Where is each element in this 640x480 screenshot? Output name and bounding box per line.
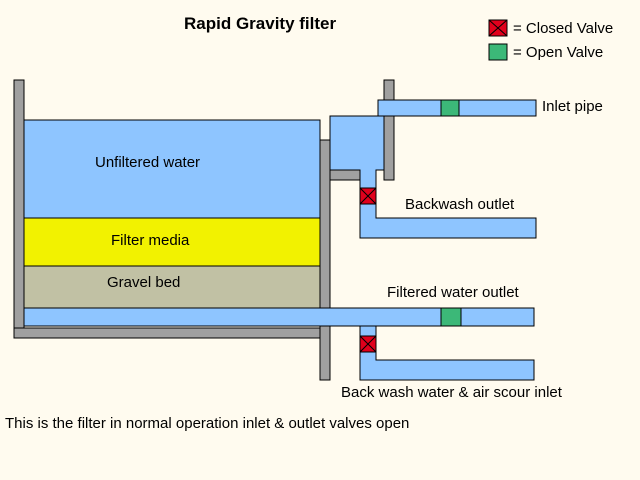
gravel-bed-layer: [23, 265, 321, 309]
filtered-water-pipe: [23, 307, 535, 327]
filtered-water-outlet-label: Filtered water outlet: [387, 284, 519, 301]
unfiltered-water-label: Unfiltered water: [95, 154, 201, 171]
gravel-bed-label: Gravel bed: [107, 274, 181, 291]
tank-left-wall: [13, 79, 25, 339]
inlet-pipe-wall: [383, 79, 395, 181]
backwash-connector-wall: [329, 169, 361, 181]
legend-open-valve-icon: [488, 43, 508, 61]
backwash-outlet-label: Backwash outlet: [405, 196, 515, 213]
backwash-inlet-label: Back wash water & air scour inlet: [341, 384, 562, 401]
inlet-pipe-label: Inlet pipe: [542, 98, 603, 115]
diagram-caption: This is the filter in normal operation i…: [5, 415, 410, 432]
filter-media-label: Filter media: [111, 232, 190, 249]
legend-closed-valve-icon: [488, 19, 508, 37]
backwash-inlet-pipe: [359, 325, 535, 381]
backwash-outlet-valve-closed: [359, 187, 377, 205]
tank-right-wall: [319, 139, 331, 381]
legend-closed-valve-label: = Closed Valve: [513, 20, 614, 37]
filter-media-layer: [23, 217, 321, 267]
unfiltered-water-layer: [23, 119, 321, 219]
tank-bottom-wall: [13, 327, 321, 339]
filtered-outlet-valve-open: [440, 307, 462, 327]
backwash-inlet-valve-closed: [359, 335, 377, 353]
diagram-title: Rapid Gravity filter: [184, 14, 337, 33]
legend-open-valve-label: = Open Valve: [513, 44, 604, 61]
inlet-valve-open: [440, 99, 460, 117]
